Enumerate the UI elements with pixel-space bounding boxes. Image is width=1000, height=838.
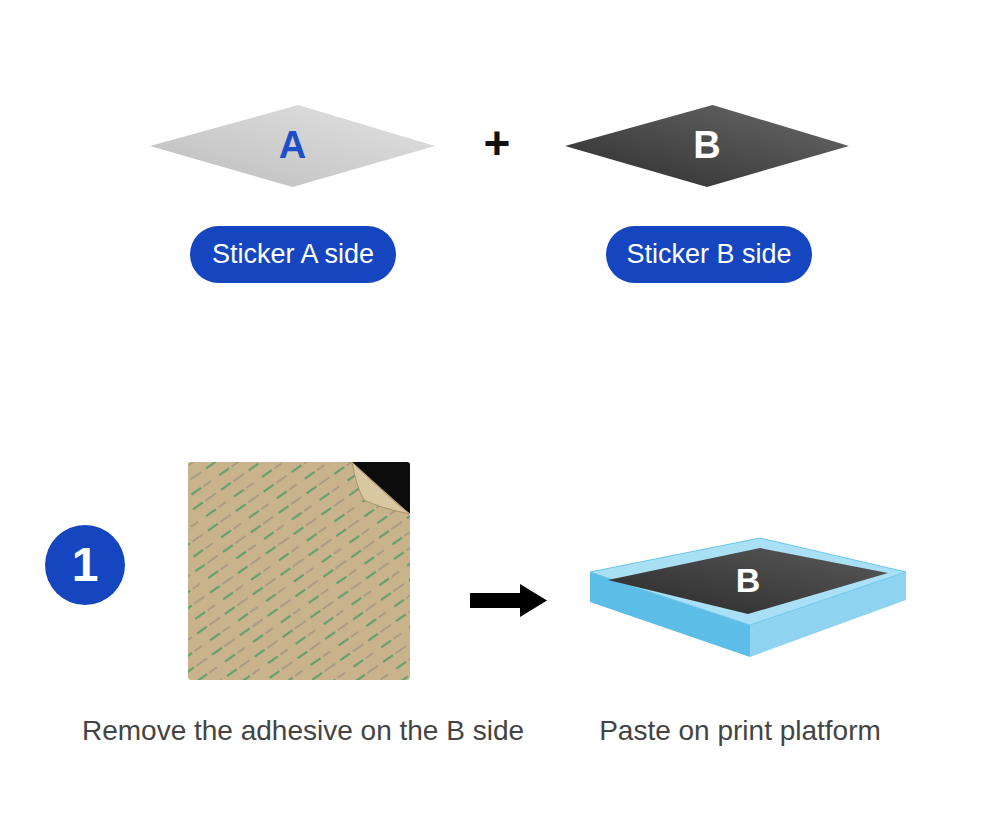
node-text: Sticker B side <box>626 240 791 270</box>
platform-sheet-b: B <box>606 546 890 616</box>
node-text: A <box>279 125 306 167</box>
node-text: 1 <box>72 539 99 592</box>
plus-sign: + <box>484 118 511 169</box>
node-text: B <box>736 562 761 599</box>
node-text: Sticker A side <box>212 240 374 270</box>
sticker-a-diamond: A <box>150 105 435 187</box>
step-number: 1 <box>45 525 125 605</box>
side-label-pill: Sticker A side <box>190 226 396 283</box>
side-label-pill: Sticker B side <box>606 226 812 283</box>
step-caption: Remove the adhesive on the B side <box>82 716 524 747</box>
step-caption: Paste on print platform <box>599 716 881 747</box>
sticker-b-diamond: B <box>565 105 849 187</box>
node-text: B <box>693 125 720 167</box>
step-arrow <box>470 584 547 617</box>
adhesive-sheet <box>188 462 410 680</box>
print-platform <box>590 538 906 657</box>
